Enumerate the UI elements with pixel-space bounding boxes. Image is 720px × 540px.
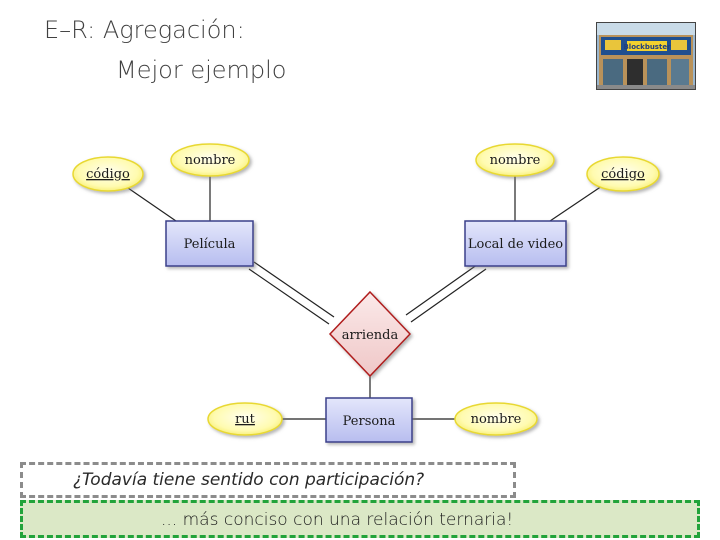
slide-subtitle: Mejor ejemplo: [116, 56, 287, 84]
answer-box: ... más conciso con una relación ternari…: [20, 500, 700, 538]
answer-text: ... más conciso con una relación ternari…: [161, 510, 514, 530]
question-box: ¿Todavía tiene sentido con participación…: [20, 462, 516, 498]
store-sign-text: Blockbuster: [623, 43, 671, 51]
attribute-local-codigo: código: [586, 156, 660, 192]
line-pelicula-codigo: [127, 187, 177, 222]
attribute-label: nombre: [471, 412, 522, 427]
double-line-local-b: [410, 268, 487, 323]
entity-pelicula: Película: [165, 220, 254, 267]
attribute-label: código: [86, 167, 130, 182]
entity-label: Película: [184, 237, 236, 252]
attribute-persona-nombre: nombre: [454, 402, 538, 436]
line-local-codigo: [549, 185, 603, 222]
attribute-label: rut: [235, 412, 256, 427]
video-store-illustration: Blockbuster: [597, 23, 695, 89]
attribute-persona-rut: rut: [207, 402, 283, 436]
connector-lines: [127, 176, 603, 420]
relationship-arrienda: arrienda: [328, 290, 412, 378]
entity-persona: Persona: [325, 397, 413, 443]
attribute-label: nombre: [185, 153, 236, 168]
double-line-pelicula-b: [248, 268, 330, 325]
entity-label: Persona: [343, 414, 396, 429]
double-lines: [248, 261, 487, 325]
attribute-label: nombre: [490, 153, 541, 168]
relationship-label: arrienda: [342, 328, 399, 343]
attribute-pelicula-codigo: código: [72, 156, 144, 192]
question-text: ¿Todavía tiene sentido con participación…: [73, 470, 425, 490]
video-store-photo: Blockbuster: [596, 22, 696, 90]
attribute-local-nombre: nombre: [475, 143, 555, 177]
double-line-pelicula-a: [253, 261, 335, 318]
er-diagram: código nombre nombre código rut nombre P…: [72, 143, 660, 443]
entity-local-de-video: Local de video: [464, 220, 567, 267]
slide-title: E–R: Agregación:: [44, 16, 245, 44]
entity-label: Local de video: [468, 237, 563, 252]
double-line-local-a: [405, 261, 482, 316]
attribute-label: código: [601, 167, 645, 182]
attribute-pelicula-nombre: nombre: [170, 143, 250, 177]
